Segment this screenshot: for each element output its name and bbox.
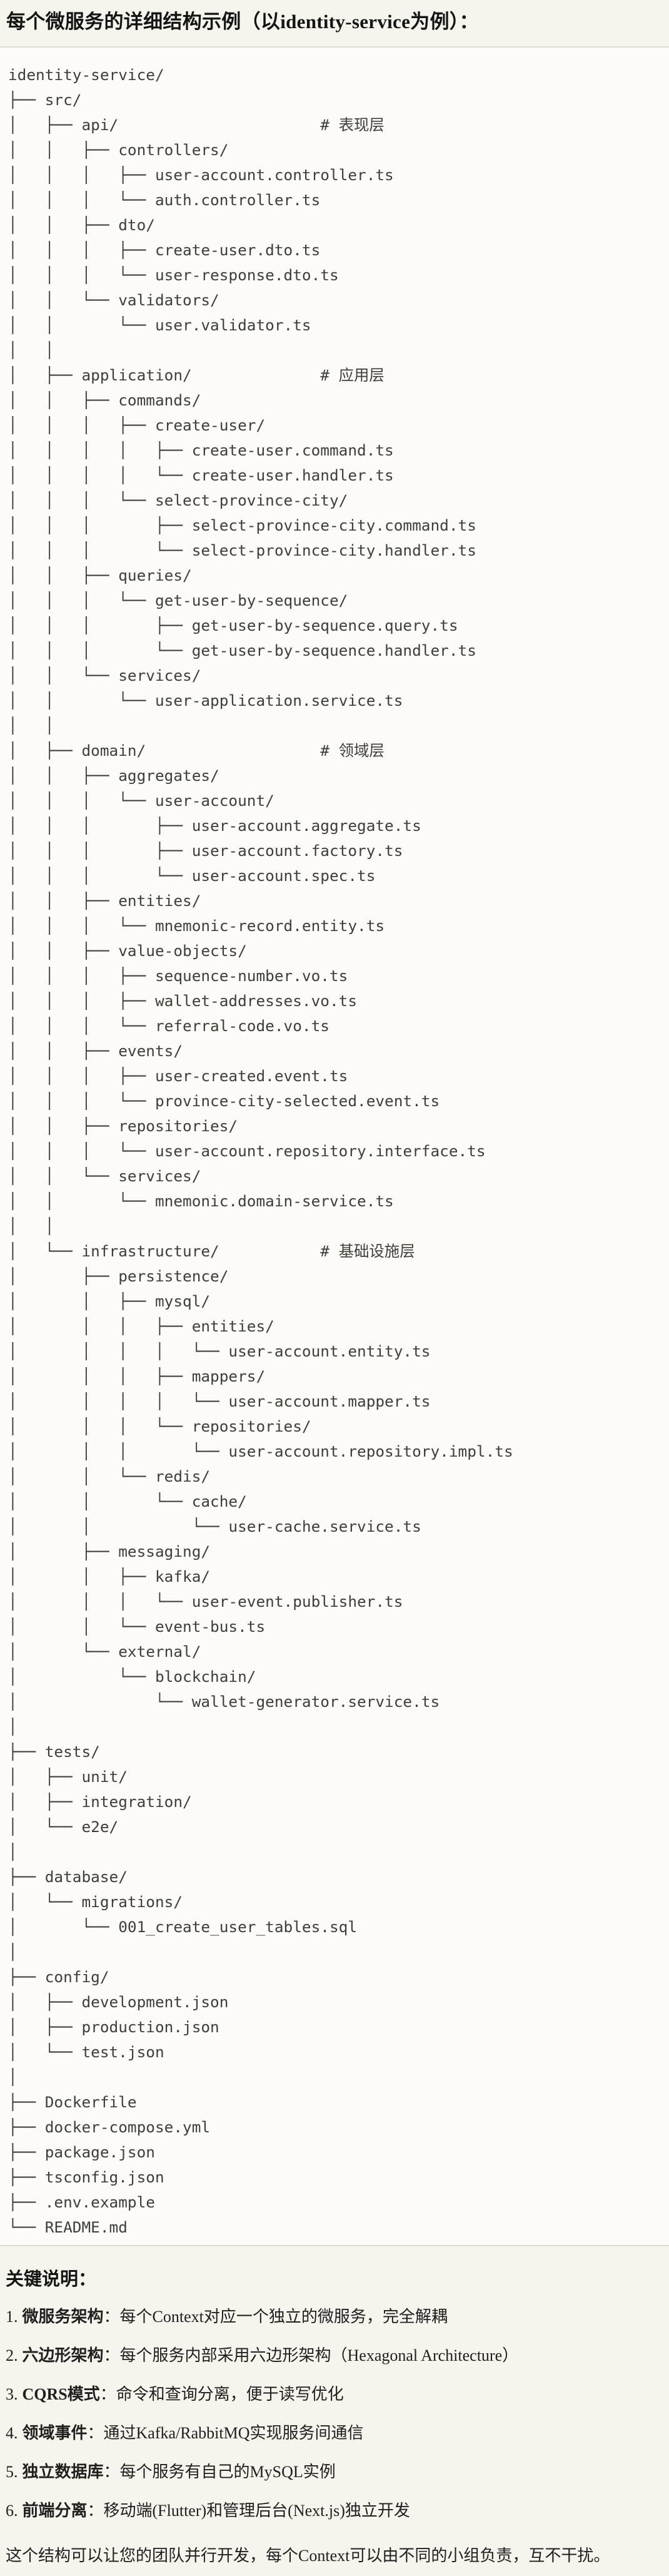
note-item-1: 1.微服务架构：每个Context对应一个独立的微服务，完全解耦	[6, 2306, 660, 2328]
note-number: 1.	[6, 2308, 18, 2326]
code-block: identity-service/ ├── src/ │ ├── api/ # …	[0, 46, 669, 2246]
note-label: 前端分离	[22, 2502, 88, 2520]
note-item-4: 4.领域事件：通过Kafka/RabbitMQ实现服务间通信	[6, 2422, 660, 2444]
note-label: 微服务架构	[22, 2308, 104, 2326]
note-label: CQRS模式	[22, 2385, 100, 2403]
note-item-5: 5.独立数据库：每个服务有自己的MySQL实例	[6, 2461, 660, 2483]
note-text: ：命令和查询分离，便于读写优化	[99, 2385, 344, 2403]
closing-paragraph: 这个结构可以让您的团队并行开发，每个Context可以由不同的小组负责，互不干扰…	[6, 2547, 610, 2565]
note-item-2: 2.六边形架构：每个服务内部采用六边形架构（Hexagonal Architec…	[6, 2344, 660, 2366]
note-label: 领域事件	[22, 2424, 88, 2442]
note-number: 2.	[6, 2346, 18, 2365]
note-number: 3.	[6, 2385, 18, 2403]
notes-heading: 关键说明：	[6, 2269, 97, 2289]
note-text: ：移动端(Flutter)和管理后台(Next.js)独立开发	[87, 2502, 410, 2520]
note-number: 6.	[6, 2502, 18, 2520]
note-label: 独立数据库	[22, 2463, 104, 2481]
note-text: ：通过Kafka/RabbitMQ实现服务间通信	[87, 2424, 364, 2442]
page-title: 每个微服务的详细结构示例（以identity-service为例）：	[6, 11, 479, 33]
note-text: ：每个服务有自己的MySQL实例	[103, 2463, 336, 2481]
note-text: ：每个服务内部采用六边形架构（Hexagonal Architecture）	[103, 2346, 519, 2365]
file-tree-code: identity-service/ ├── src/ │ ├── api/ # …	[8, 66, 513, 2236]
note-number: 5.	[6, 2463, 18, 2481]
note-item-3: 3.CQRS模式：命令和查询分离，便于读写优化	[6, 2383, 660, 2405]
note-item-6: 6.前端分离：移动端(Flutter)和管理后台(Next.js)独立开发	[6, 2500, 660, 2522]
notes-section: 关键说明： 1.微服务架构：每个Context对应一个独立的微服务，完全解耦 2…	[0, 2267, 669, 2567]
note-number: 4.	[6, 2424, 18, 2442]
note-label: 六边形架构	[22, 2346, 104, 2365]
note-text: ：每个Context对应一个独立的微服务，完全解耦	[103, 2308, 448, 2326]
